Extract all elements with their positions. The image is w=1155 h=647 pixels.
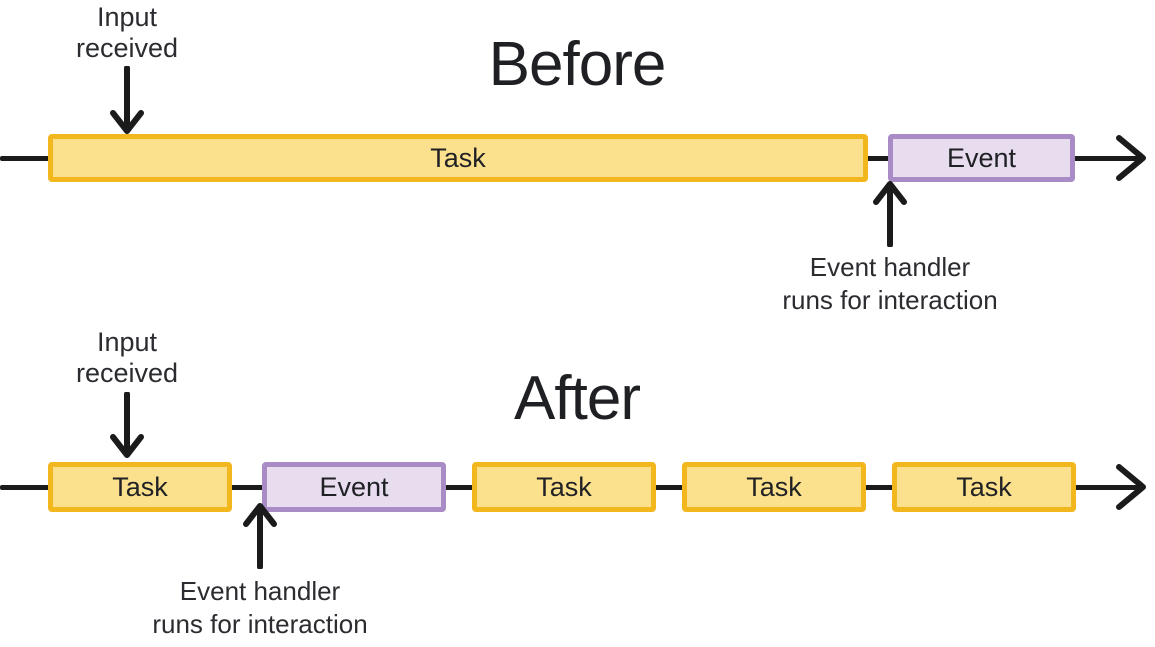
annotation-line: Input [96,327,158,357]
task-box: Task [472,462,656,512]
task-label: Task [112,471,168,502]
annotation-line: received [75,33,179,63]
right-arrow-icon [1112,462,1150,512]
task-box: Task [682,462,866,512]
annotation-line: Event handler [179,576,341,606]
task-box: Task [48,462,232,512]
event-label: Event [946,142,1017,173]
annotation-line: runs for interaction [782,285,998,315]
before-handler-annotation: Event handler runs for interaction [765,251,1015,317]
after-title: After [514,364,641,433]
task-label: Task [536,471,592,502]
before-title: Before [488,30,667,99]
up-arrow-icon [240,503,280,569]
task-box: Task [892,462,1076,512]
task-label: Task [746,471,802,502]
annotation-line: received [75,358,179,388]
down-arrow-icon [107,392,147,460]
down-arrow-icon [107,66,147,136]
task-label: Task [430,142,486,173]
after-handler-annotation: Event handler runs for interaction [135,575,385,641]
annotation-line: Event handler [809,252,971,282]
annotation-line: Input [96,2,158,32]
task-box: Task [48,134,868,182]
after-input-annotation: Input received [52,327,202,389]
right-arrow-icon [1112,133,1150,183]
event-box: Event [262,462,446,512]
before-input-annotation: Input received [52,2,202,64]
task-label: Task [956,471,1012,502]
annotation-line: runs for interaction [152,609,368,639]
event-box: Event [888,134,1075,182]
event-label: Event [319,471,389,502]
up-arrow-icon [870,181,910,247]
